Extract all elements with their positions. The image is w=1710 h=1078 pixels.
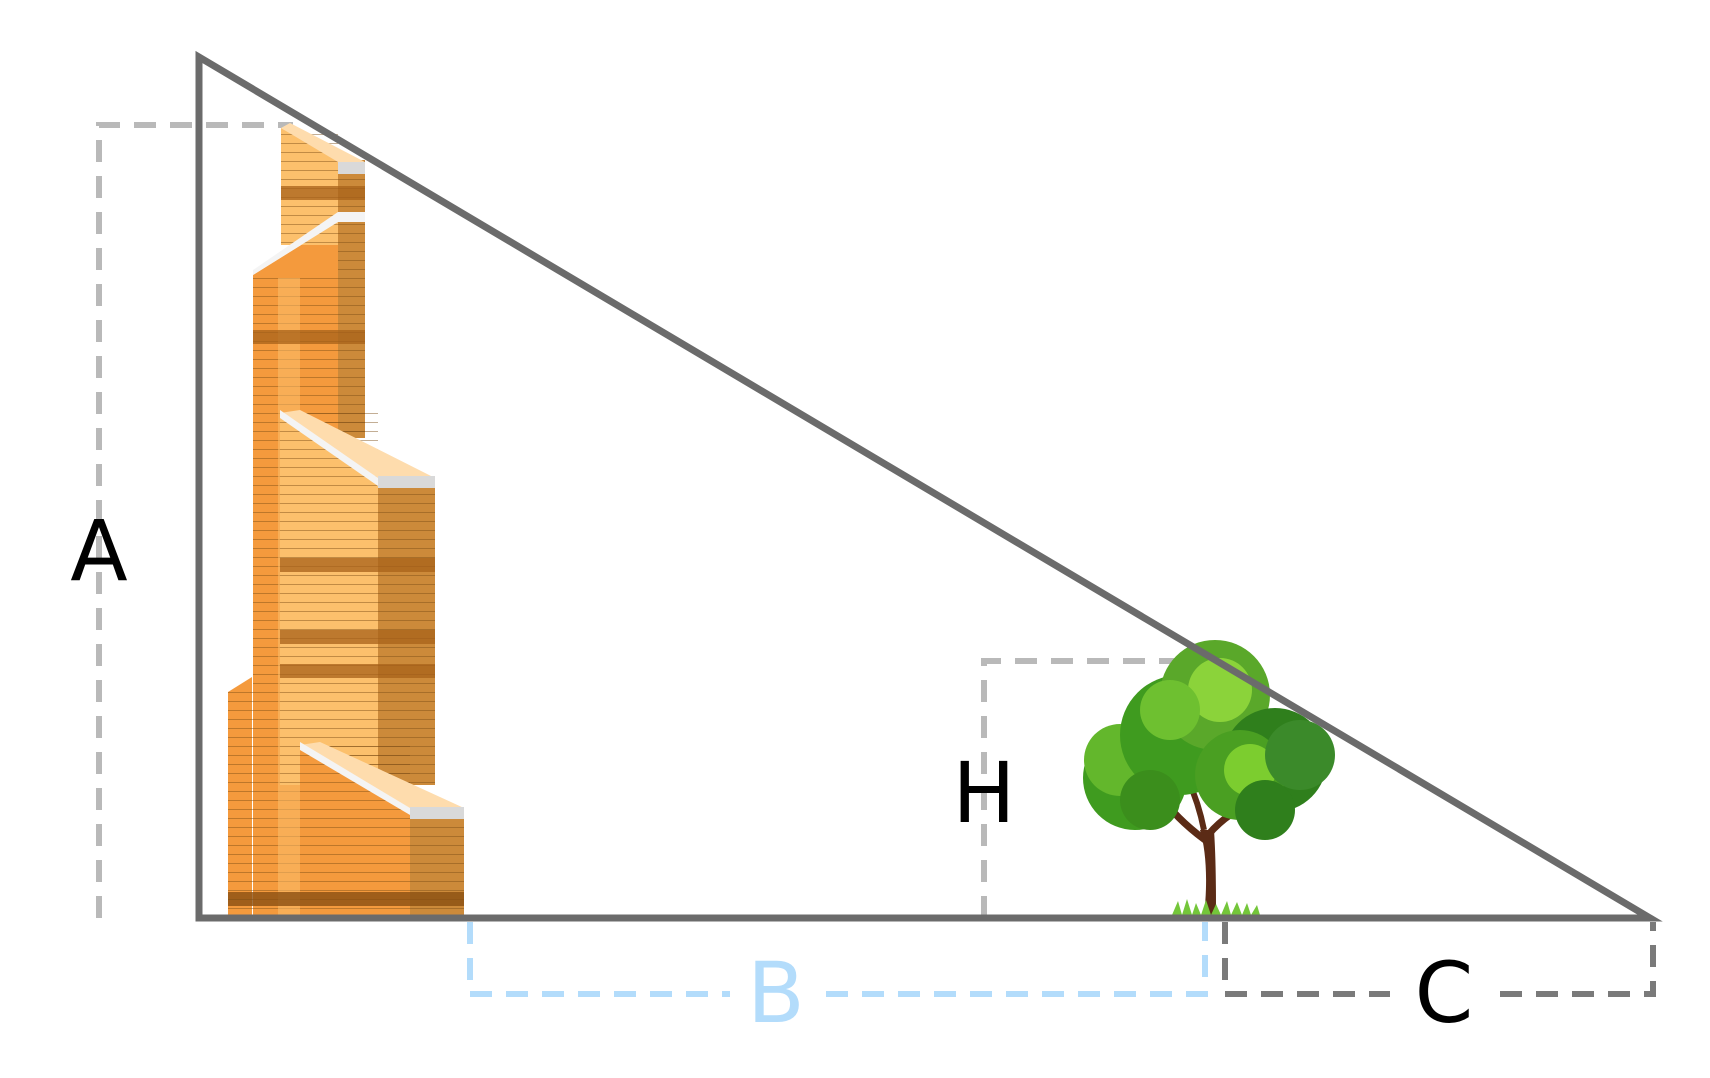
label-h: H bbox=[952, 744, 1015, 842]
label-c: C bbox=[1415, 944, 1474, 1042]
gap-distance-guide bbox=[467, 922, 1208, 997]
label-b: B bbox=[747, 944, 805, 1042]
label-a: A bbox=[70, 502, 127, 600]
tree-icon bbox=[1083, 640, 1335, 916]
main-triangle bbox=[195, 50, 1663, 922]
shadow-distance-guide bbox=[1222, 922, 1656, 997]
skyscraper-icon bbox=[228, 123, 464, 916]
building-height-guide bbox=[96, 122, 293, 918]
tree-height-guide bbox=[981, 658, 1208, 918]
